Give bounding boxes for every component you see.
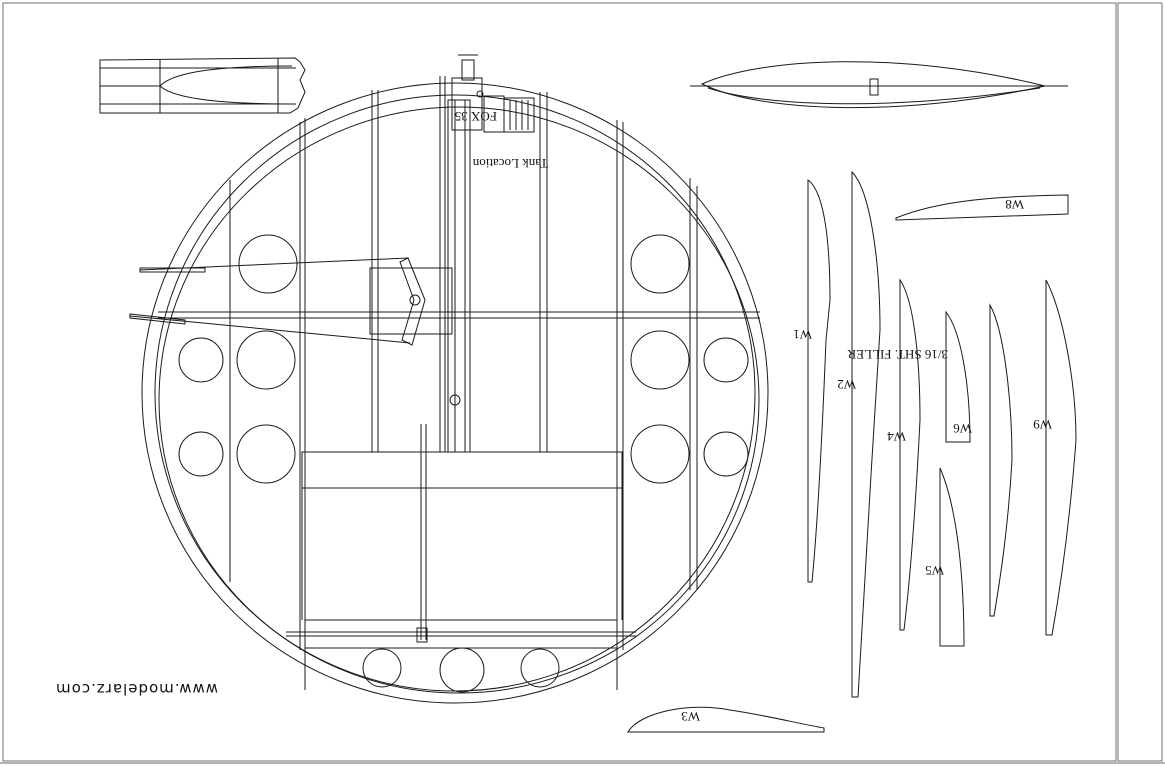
w3-label: W3	[681, 709, 700, 724]
w4-label: W4	[887, 429, 906, 444]
fuselage-top-view	[690, 61, 1068, 109]
rib-w6: W6	[945, 310, 972, 443]
rib-w3: W3	[627, 706, 825, 733]
w6-label: W6	[953, 421, 972, 436]
w1-label: W1	[793, 327, 812, 342]
engine-mark: FOX 35	[455, 109, 497, 124]
rib-w4: W4	[887, 278, 921, 631]
rib-w9: W9	[1033, 279, 1077, 636]
w9-label: W9	[1033, 417, 1052, 432]
rib-w2: W2 3/16 SHT. FILLER	[837, 170, 948, 698]
fuselage-side-view	[99, 57, 306, 114]
rib-w7	[989, 303, 1013, 617]
rib-w5: W5	[925, 467, 965, 647]
wing-plan-view	[129, 76, 769, 704]
tank-location-label: Tank Location	[472, 156, 548, 171]
w2-label: W2	[837, 377, 856, 392]
rib-w1: W1	[793, 179, 831, 583]
w5-label: W5	[925, 563, 944, 578]
engine-drawing: FOX 35	[451, 54, 535, 133]
filler-note: 3/16 SHT. FILLER	[847, 347, 948, 362]
rib-w8: W8	[895, 194, 1069, 221]
website-watermark: www.modelarz.com	[55, 680, 218, 698]
w8-label: W8	[1005, 197, 1024, 212]
